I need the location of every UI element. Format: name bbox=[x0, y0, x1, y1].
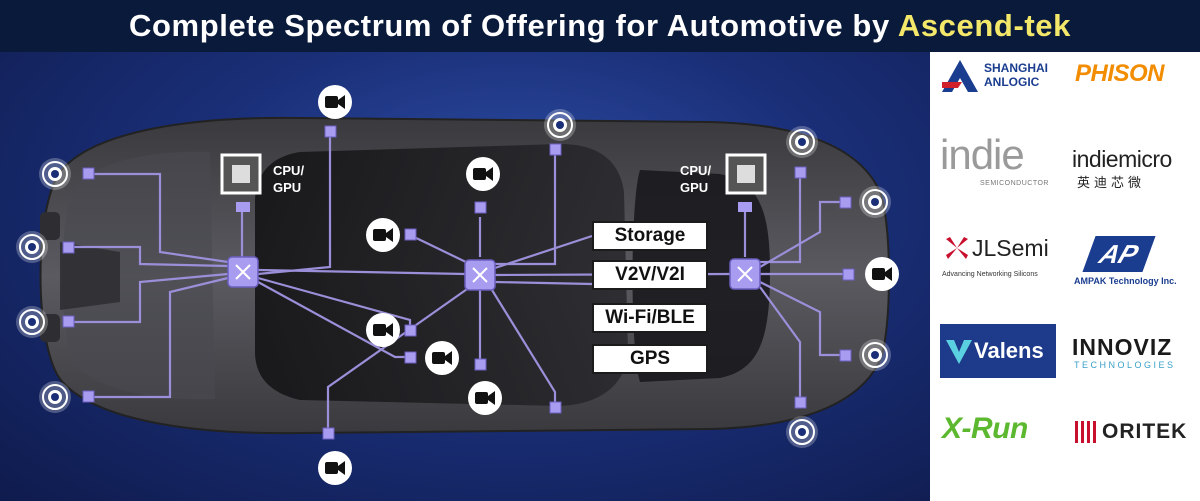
processor-label-right-line2: GPU bbox=[680, 180, 709, 195]
ampak-wordmark: AMPAK Technology Inc. bbox=[1074, 276, 1177, 286]
oritek-wordmark: ORITEK bbox=[1102, 420, 1188, 443]
feature-storage: Storage bbox=[592, 221, 708, 251]
anlogic-line2: ANLOGIC bbox=[984, 75, 1040, 89]
car-diagram-graphic bbox=[16, 85, 899, 485]
logo-phison: PHISON bbox=[1075, 60, 1165, 87]
anlogic-line1: SHANGHAI bbox=[984, 61, 1049, 75]
processor-label-left-line1: CPU/ bbox=[273, 163, 305, 178]
car-diagram: CPU/ GPU CPU/ GPU Storage V2V/V2I Wi-Fi/… bbox=[0, 52, 930, 501]
title-brand: Ascend-tek bbox=[897, 8, 1071, 43]
feature-v2v-v2i: V2V/V2I bbox=[592, 260, 708, 290]
processor-label-right: CPU/ GPU bbox=[680, 162, 711, 196]
processor-label-left-line2: GPU bbox=[273, 180, 302, 195]
indiemicro-cn: 英迪芯微 bbox=[1077, 175, 1146, 190]
innoviz-sub: TECHNOLOGIES bbox=[1074, 360, 1176, 370]
logo-oritek: ORITEK bbox=[1075, 417, 1197, 447]
title-bar bbox=[0, 0, 1200, 52]
processor-label-left: CPU/ GPU bbox=[273, 162, 304, 196]
page-title: Complete Spectrum of Offering for Automo… bbox=[0, 0, 1200, 52]
title-main: Complete Spectrum of Offering for Automo… bbox=[129, 8, 898, 43]
jlsemi-wordmark: JLSemi bbox=[972, 235, 1049, 261]
logo-anlogic: SHANGHAI ANLOGIC bbox=[940, 56, 1065, 96]
logo-xrun: X-Run bbox=[942, 412, 1028, 445]
feature-gps: GPS bbox=[592, 344, 708, 374]
sensor-nodes bbox=[62, 125, 855, 440]
camera-icons bbox=[318, 85, 899, 485]
indie-wordmark: indie bbox=[940, 131, 1025, 178]
indiemicro-wordmark: indiemicro bbox=[1072, 146, 1172, 172]
processor-chips bbox=[220, 153, 767, 212]
logo-indiemicro: indiemicro 英迪芯微 bbox=[1072, 146, 1192, 196]
innoviz-wordmark: INNOVIZ bbox=[1072, 334, 1173, 360]
logo-valens: Valens bbox=[940, 324, 1056, 378]
logo-indie: indie SEMICONDUCTOR bbox=[940, 132, 1060, 192]
anlogic-name: SHANGHAI ANLOGIC bbox=[984, 61, 1048, 89]
logo-jlsemi: JLSemi Advancing Networking Silicons bbox=[940, 235, 1068, 285]
jlsemi-sub: Advancing Networking Silicons bbox=[942, 271, 1038, 278]
radar-icons bbox=[16, 109, 891, 448]
network-switches bbox=[227, 256, 761, 291]
indie-sub: SEMICONDUCTOR bbox=[980, 180, 1049, 187]
partner-logos: SHANGHAI ANLOGIC PHISON indie SEMICONDUC… bbox=[930, 52, 1200, 501]
ampak-mark: AP bbox=[1082, 236, 1156, 272]
logo-innoviz: INNOVIZ TECHNOLOGIES bbox=[1072, 334, 1197, 380]
valens-wordmark: Valens bbox=[974, 338, 1044, 363]
anlogic-mark-icon bbox=[942, 60, 978, 92]
jlsemi-mark-icon bbox=[946, 237, 968, 259]
feature-wifi-ble: Wi-Fi/BLE bbox=[592, 303, 708, 333]
processor-label-right-line1: CPU/ bbox=[680, 163, 712, 178]
oritek-mark-icon bbox=[1075, 421, 1096, 443]
logo-ampak: AP AMPAK Technology Inc. bbox=[1074, 236, 1198, 288]
valens-mark-icon bbox=[946, 340, 972, 364]
